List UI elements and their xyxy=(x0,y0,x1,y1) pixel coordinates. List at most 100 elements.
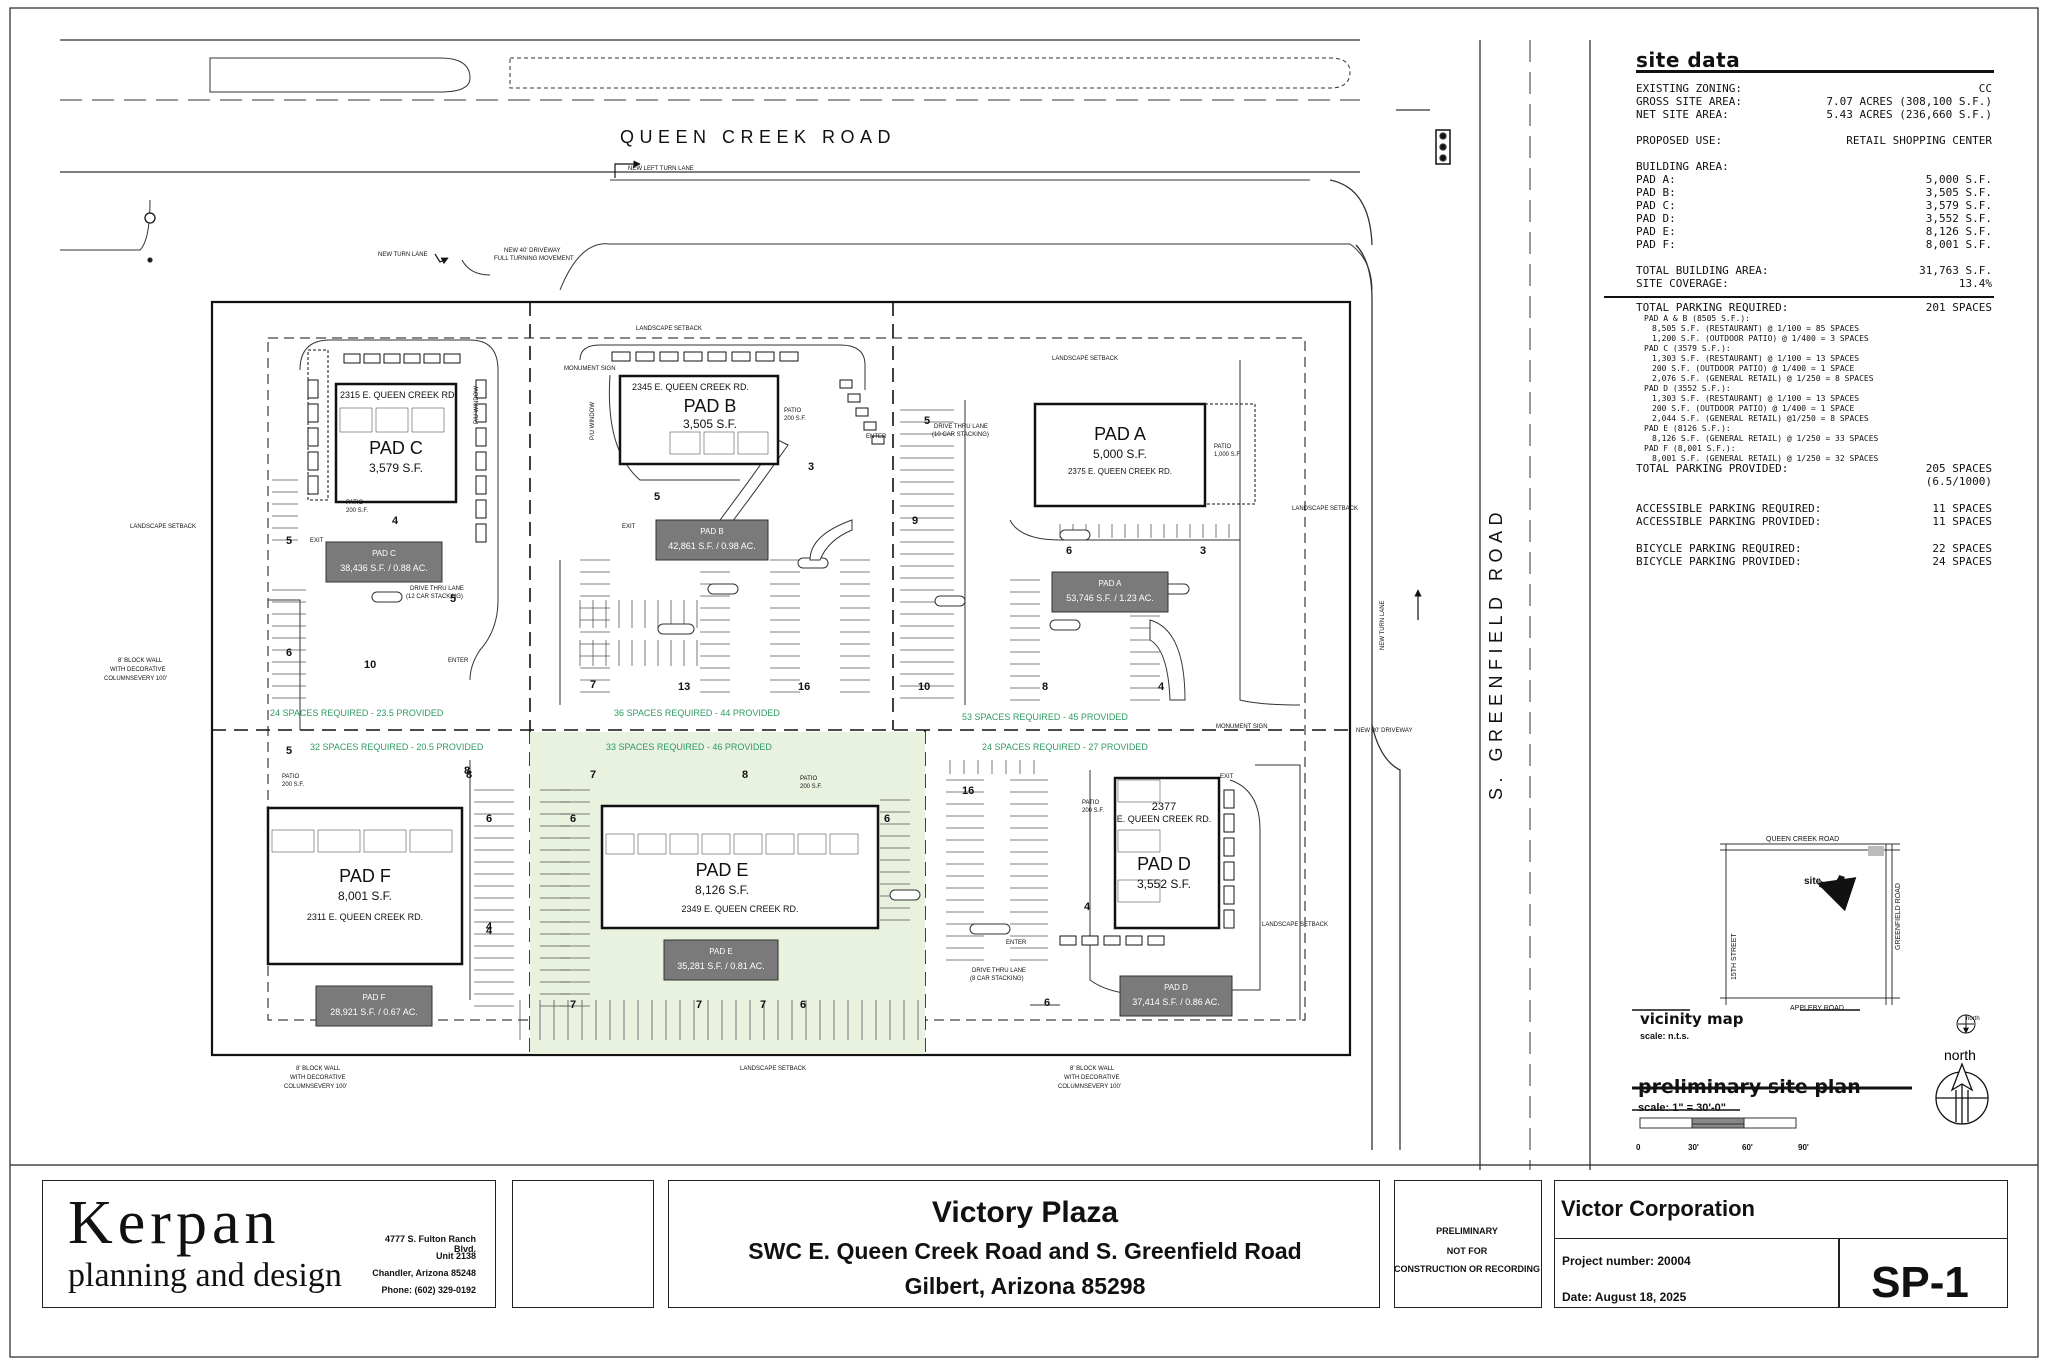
note-block-wall-3c: COLUMNSEVERY 100' xyxy=(1058,1084,1121,1090)
vicinity-15th-street: 15TH STREET xyxy=(1731,933,1738,980)
stacking-car xyxy=(839,379,853,389)
site-data-label: PAD E: xyxy=(1636,225,1676,238)
pad-e-lot-name: PAD E xyxy=(709,947,732,956)
note-drive-thru-8a: DRIVE THRU LANE xyxy=(972,968,1026,974)
pad-b-name: PAD B xyxy=(684,396,737,416)
vicinity-appleby: APPLEBY ROAD xyxy=(1790,1005,1844,1012)
parking-breakdown-line: 8,001 S.F. (GENERAL RETAIL) @ 1/250 = 32… xyxy=(1652,454,1879,463)
north-label: north xyxy=(1944,1047,1976,1063)
pad-f-building xyxy=(266,806,464,966)
scale-tick-0: 0 xyxy=(1636,1143,1641,1152)
site-data-label: ACCESSIBLE PARKING REQUIRED: xyxy=(1636,502,1822,515)
note-enter-1: ENTER xyxy=(448,658,469,664)
site-data-value: 5,000 S.F. xyxy=(1925,173,1992,186)
site-data-label: SITE COVERAGE: xyxy=(1636,277,1729,290)
stacking-car xyxy=(855,407,869,417)
pad-a-area: 5,000 S.F. xyxy=(1093,447,1147,461)
roads xyxy=(60,39,1591,1170)
stacking-car xyxy=(475,499,487,519)
stacking-car xyxy=(779,351,799,362)
stall-count: 7 xyxy=(696,999,702,1011)
pad-f-patio: PATIO xyxy=(282,774,299,780)
parking-breakdown-line: 2,044 S.F. (GENERAL RETAIL) @1/250 = 8 S… xyxy=(1652,414,1869,423)
client-panel xyxy=(1554,1180,2008,1308)
pad-e-building xyxy=(600,804,880,930)
pad-c-name: PAD C xyxy=(369,438,423,458)
site-data-label: PAD F: xyxy=(1636,238,1676,251)
note-landscape-setback-3: LANDSCAPE SETBACK xyxy=(130,524,196,530)
firm-panel xyxy=(42,1180,496,1308)
parking-breakdown-line: 1,303 S.F. (RESTAURANT) @ 1/100 = 13 SPA… xyxy=(1652,394,1860,403)
note-exit-3: EXIT xyxy=(1220,774,1234,780)
site-data-label: PAD C: xyxy=(1636,199,1676,212)
stacking-car xyxy=(683,351,703,362)
site-data-value: RETAIL SHOPPING CENTER xyxy=(1846,134,1992,147)
lot-boxes xyxy=(315,519,1233,1027)
note-new-driveway-2: FULL TURNING MOVEMENT xyxy=(494,256,574,262)
note-landscape-setback-2: LANDSCAPE SETBACK xyxy=(1052,356,1118,362)
stacking-car xyxy=(383,353,401,364)
pad-a-building xyxy=(1033,402,1207,508)
stacking-car xyxy=(1059,935,1077,946)
pad-f-address: 2311 E. QUEEN CREEK RD. xyxy=(307,912,423,922)
pad-d-building xyxy=(1113,776,1221,930)
note-landscape-setback-6: LANDSCAPE SETBACK xyxy=(1292,506,1358,512)
stall-count: 7 xyxy=(570,999,576,1011)
site-data-value: 11 SPACES xyxy=(1932,515,1992,528)
site-data-label: PAD A: xyxy=(1636,173,1676,186)
stall-count: 3 xyxy=(1200,545,1206,557)
note-new-turn-lane: NEW TURN LANE xyxy=(378,252,428,258)
note-monument-sign-1: MONUMENT SIGN xyxy=(564,366,616,372)
note-drive-thru-12b: (12 CAR STACKING) xyxy=(406,594,463,600)
stall-count: 8 xyxy=(1042,681,1048,693)
stacking-car xyxy=(475,403,487,423)
stacking-car xyxy=(755,351,775,362)
vicinity-greenfield: GREENFIELD ROAD xyxy=(1895,883,1902,950)
note-landscape-setback-5: LANDSCAPE SETBACK xyxy=(1262,922,1328,928)
project-location: SWC E. Queen Creek Road and S. Greenfiel… xyxy=(748,1238,1302,1264)
pad-d-lot-name: PAD D xyxy=(1164,983,1188,992)
stall-count: 10 xyxy=(918,681,930,693)
stall-count: 6 xyxy=(800,999,806,1011)
stall-count: 6 xyxy=(1066,545,1072,557)
site-data-label: PROPOSED USE: xyxy=(1636,134,1723,147)
pad-c-lot-name: PAD C xyxy=(372,549,396,558)
stacking-car xyxy=(475,451,487,471)
stacking-car xyxy=(307,451,319,471)
firm-address-3: Chandler, Arizona 85248 xyxy=(372,1268,476,1278)
note-block-wall-2b: WITH DECORATIVE xyxy=(290,1075,346,1081)
pad-e-address: 2349 E. QUEEN CREEK RD. xyxy=(681,904,798,914)
traffic-arrows xyxy=(434,160,1422,620)
parking-breakdown-line: PAD A & B (8505 S.F.): xyxy=(1644,314,1750,323)
site-data-value: 5.43 ACRES (236,660 S.F.) xyxy=(1826,108,1992,121)
pad-d-area: 3,552 S.F. xyxy=(1137,877,1191,891)
site-data-value: 8,001 S.F. xyxy=(1925,238,1992,251)
note-block-wall-2c: COLUMNSEVERY 100' xyxy=(284,1084,347,1090)
stacking-car xyxy=(1223,813,1235,833)
stall-count: 8 xyxy=(742,769,748,781)
north-arrow-icon xyxy=(1935,1062,1989,1125)
site-data-label: BICYCLE PARKING REQUIRED: xyxy=(1636,542,1802,555)
pad-d-patio: PATIO xyxy=(1082,800,1099,806)
pad-f-lot-area: 28,921 S.F. / 0.67 AC. xyxy=(330,1007,418,1017)
pad-e-patio-area: 200 S.F. xyxy=(800,784,822,790)
stacking-car xyxy=(307,403,319,423)
stacking-car xyxy=(475,475,487,495)
drive-thru-stacking xyxy=(307,351,1235,946)
firm-logo-name: Kerpan xyxy=(68,1189,281,1257)
site-data-value: 3,579 S.F. xyxy=(1925,199,1992,212)
note-enter-2: ENTER xyxy=(866,434,887,440)
stall-count: 7 xyxy=(590,679,596,691)
pad-c-patio: PATIO xyxy=(346,500,363,506)
parking-breakdown-line: 8,126 S.F. (GENERAL RETAIL) @ 1/250 = 33… xyxy=(1652,434,1879,443)
firm-address-1: 4777 S. Fulton Ranch Blvd. xyxy=(384,1234,476,1254)
vicinity-site: site xyxy=(1804,876,1822,887)
stacking-car xyxy=(611,351,631,362)
stall-count: 6 xyxy=(884,813,890,825)
stall-count: 4 xyxy=(392,515,399,527)
stacking-car xyxy=(443,353,461,364)
parking-breakdown-line: 200 S.F. (OUTDOOR PATIO) @ 1/400 = 1 SPA… xyxy=(1652,404,1855,413)
site-data-label: TOTAL PARKING REQUIRED: xyxy=(1636,301,1789,314)
sheet-border xyxy=(9,7,2039,1358)
stall-count: 6 xyxy=(570,813,576,825)
